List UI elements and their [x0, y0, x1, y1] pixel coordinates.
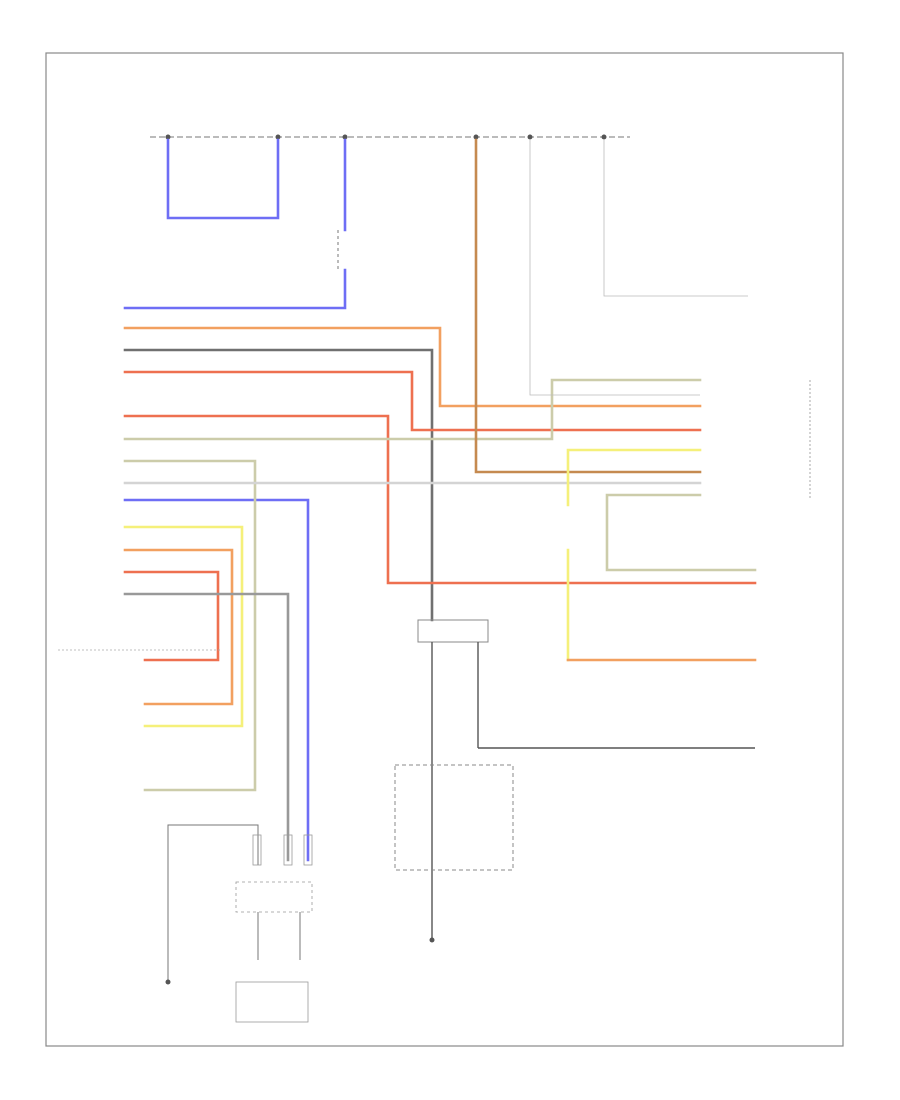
light-gray-top — [529, 140, 700, 396]
top-fuses — [165, 134, 607, 140]
olive-wire-2 — [123, 459, 257, 792]
red-orange-wire-lower — [123, 570, 220, 662]
bottom-relay — [235, 981, 309, 1023]
orange-wires-lower — [123, 548, 757, 706]
light-gray-top-2 — [603, 140, 748, 297]
ground-symbols — [165, 937, 435, 985]
gray-wire — [123, 348, 434, 622]
olive-wire-3 — [605, 493, 757, 572]
olive-wire — [123, 378, 702, 441]
gray-wire-lower — [123, 592, 290, 862]
lower-left-line — [167, 824, 259, 980]
diagram-frame — [45, 52, 844, 1047]
red-orange-wire — [123, 370, 702, 432]
lower-block — [235, 881, 313, 913]
switch-box — [394, 764, 514, 871]
orange-wire-top — [123, 326, 702, 408]
blue-wires — [123, 138, 347, 862]
bottom-connectors — [252, 834, 313, 866]
yellow-wires — [123, 448, 702, 728]
brown-wire — [474, 138, 702, 474]
lower-block-lines — [257, 912, 301, 960]
red-orange-wire-2 — [123, 414, 757, 585]
module-box — [417, 619, 489, 643]
